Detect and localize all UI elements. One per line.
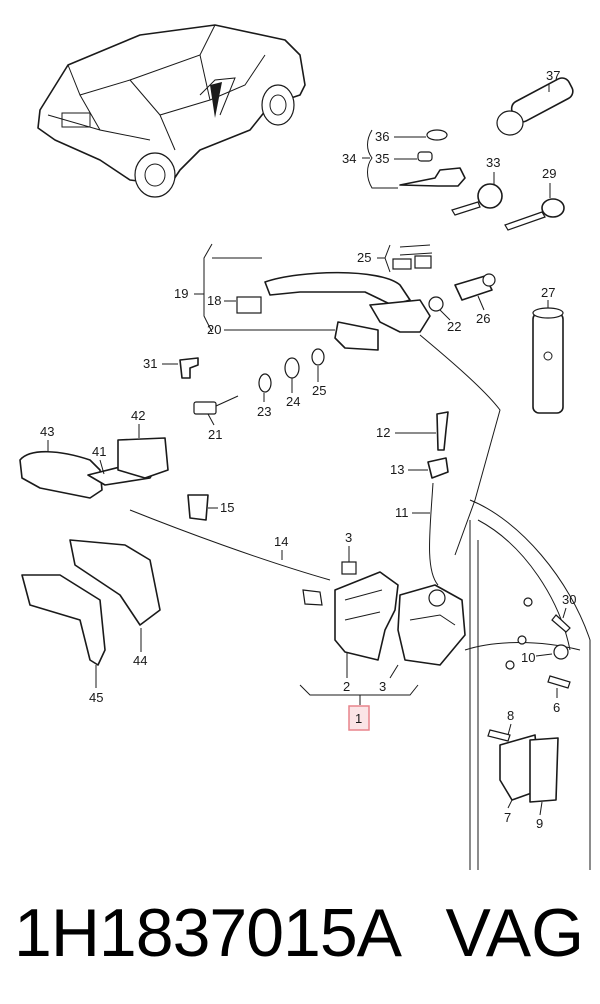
callout-31: 31	[143, 356, 157, 371]
footer: 1H1837015A VAG	[0, 878, 600, 988]
callout-9: 9	[536, 816, 543, 831]
callout-43: 43	[40, 424, 54, 439]
callout-32: 29	[542, 166, 556, 181]
callout-12: 12	[376, 425, 390, 440]
callout-18: 18	[207, 293, 221, 308]
parts-exploded-diagram: 37 36 35 34 33 29 25 19 18 20 22 26 27 3…	[19, 24, 591, 870]
callout-24: 24	[286, 394, 300, 409]
callout-7: 7	[504, 810, 511, 825]
callout-20: 19	[174, 286, 188, 301]
lock-assembly	[299, 561, 466, 705]
part-number: 1H1837015A	[14, 895, 402, 971]
callout-35: 35	[375, 151, 389, 166]
callout-45: 45	[89, 690, 103, 705]
callout-37: 37	[546, 68, 560, 83]
callout-27: 26	[476, 311, 490, 326]
highlight-box	[348, 705, 370, 731]
small-parts	[179, 348, 325, 415]
callout-36: 36	[375, 129, 389, 144]
callout-8: 8	[507, 708, 514, 723]
callout-41: 41	[92, 444, 106, 459]
inner-handles	[19, 437, 209, 666]
car-illustration	[37, 24, 306, 198]
callout-2: 2	[343, 679, 350, 694]
callout-28: 27	[541, 285, 555, 300]
callout-15: 15	[220, 500, 234, 515]
callout-44: 44	[133, 653, 147, 668]
callout-21: 21	[208, 427, 222, 442]
callout-3: 3	[379, 679, 386, 694]
callout-13: 13	[390, 462, 404, 477]
callout-22: 22	[447, 319, 461, 334]
callout-33: 33	[486, 155, 500, 170]
callout-19: 20	[207, 322, 221, 337]
callout-6: 6	[553, 700, 560, 715]
callout-34: 34	[342, 151, 356, 166]
callout-42: 42	[131, 408, 145, 423]
callout-3-top: 3	[345, 530, 352, 545]
brand-name: VAG	[445, 895, 584, 971]
callout-23: 23	[257, 404, 271, 419]
keys-group	[399, 77, 574, 231]
door-frame-hinges	[464, 499, 591, 870]
outer-handle-group	[203, 243, 564, 414]
callout-14: 14	[274, 534, 288, 549]
callout-10: 10	[521, 650, 535, 665]
cables	[129, 334, 501, 586]
callout-26: 25	[357, 250, 371, 265]
callout-25: 25	[312, 383, 326, 398]
callout-30: 30	[562, 592, 576, 607]
callout-labels: 37 36 35 34 33 29 25 19 18 20 22 26 27 3…	[40, 68, 576, 831]
callout-11: 11	[395, 505, 409, 520]
callout-1: 1	[355, 711, 362, 726]
